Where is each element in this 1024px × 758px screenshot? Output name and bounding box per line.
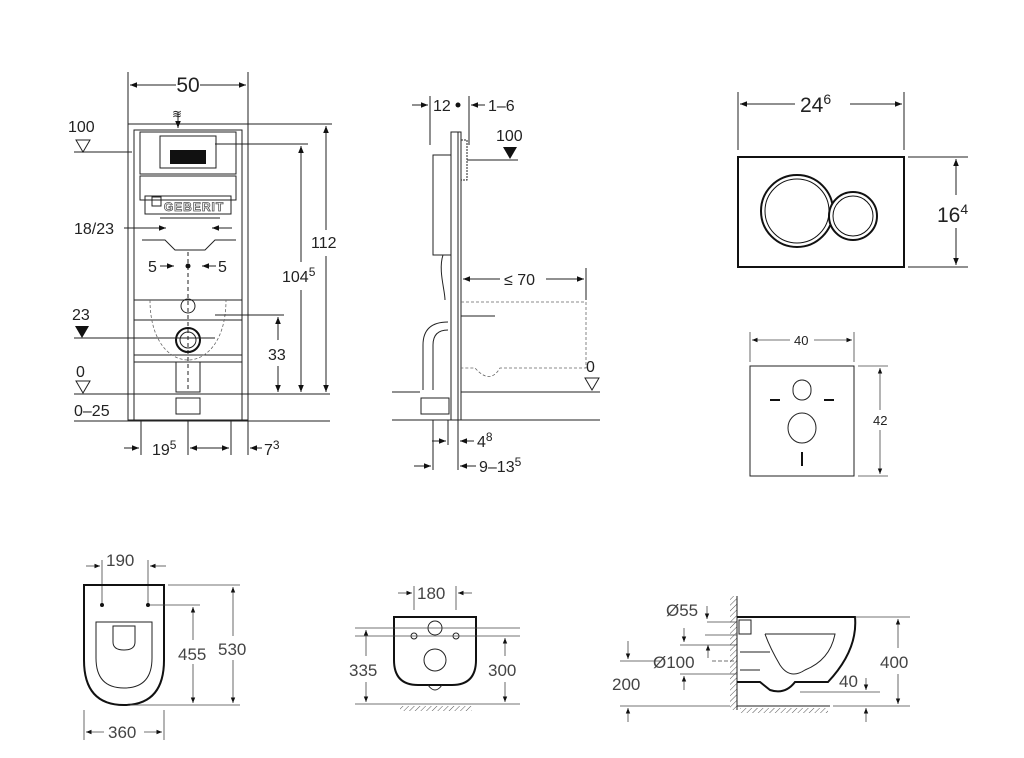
level-0-label: 0 bbox=[76, 364, 85, 381]
level-marker-icon bbox=[75, 139, 91, 153]
dim-19-5: 195 bbox=[152, 438, 177, 459]
level-0-side-label: 0 bbox=[586, 359, 595, 376]
dim-7-3: 73 bbox=[264, 438, 280, 459]
dim-depth-12: 12 bbox=[433, 98, 451, 115]
dim-plate-width: 246 bbox=[800, 91, 831, 117]
dim-width: 360 bbox=[108, 723, 136, 742]
dim-drain-height: 300 bbox=[488, 661, 516, 680]
dim-hole-depth: 455 bbox=[178, 645, 206, 664]
dim-width-50: 50 bbox=[176, 74, 199, 97]
level-100-label: 100 bbox=[68, 119, 95, 136]
dim-wall-range: 1–6 bbox=[488, 98, 515, 115]
wall-hatch bbox=[730, 596, 737, 710]
toilet-back-view: 180 335 300 bbox=[349, 584, 520, 711]
dim-4-8: 48 bbox=[477, 430, 493, 451]
dim-outlet-diameter: Ø100 bbox=[653, 653, 695, 672]
level-marker-filled-icon bbox=[75, 326, 89, 338]
connection-18-23-label: 18/23 bbox=[74, 221, 114, 238]
toilet-side-view: Ø55 Ø100 200 400 40 bbox=[612, 596, 910, 722]
dim-opening-height: 42 bbox=[873, 413, 887, 428]
level-23-label: 23 bbox=[72, 307, 90, 324]
geberit-logo: GEBERIT bbox=[164, 200, 224, 214]
access-opening: 40 42 bbox=[749, 332, 888, 477]
dim-bolt-spacing: 180 bbox=[417, 584, 445, 603]
toilet-back-outline bbox=[393, 616, 477, 686]
level-100-side-label: 100 bbox=[496, 128, 523, 145]
dim-hole-spacing: 190 bbox=[106, 551, 134, 570]
dim-plate-height: 164 bbox=[937, 201, 968, 227]
dim-rim-40: 40 bbox=[839, 672, 858, 691]
full-flush-button bbox=[760, 174, 834, 248]
frame-profile bbox=[450, 131, 462, 421]
dim-height-112: 112 bbox=[311, 235, 337, 252]
svg-text:≋: ≋ bbox=[172, 107, 182, 121]
half-flush-button bbox=[828, 191, 878, 241]
dim-9-13-5: 9–135 bbox=[479, 455, 522, 476]
dim-height-33: 33 bbox=[268, 347, 286, 364]
toilet-top-view: 190 455 530 360 bbox=[83, 551, 246, 742]
dim-height-104-5: 1045 bbox=[282, 265, 316, 286]
floor-range-label: 0–25 bbox=[74, 403, 110, 420]
side-view: 12 1–6 100 ≤ 70 0 48 9–135 bbox=[392, 96, 600, 476]
dim-max-70: ≤ 70 bbox=[504, 272, 535, 289]
toilet-side-outline bbox=[737, 616, 857, 693]
dim-length: 530 bbox=[218, 640, 246, 659]
cistern-top bbox=[139, 131, 237, 175]
toilet-seat-outline bbox=[83, 584, 165, 707]
flush-plate-outline bbox=[737, 156, 905, 268]
dim-outlet-height: 200 bbox=[612, 675, 640, 694]
dim-bolt-height: 335 bbox=[349, 661, 377, 680]
flush-plate: 246 164 bbox=[737, 91, 968, 268]
front-view: 50 GEBERIT ≋ 100 18/23 bbox=[68, 72, 337, 459]
offset-right-label: 5 bbox=[218, 259, 227, 276]
access-opening-outline bbox=[749, 365, 855, 477]
dim-opening-width: 40 bbox=[794, 333, 808, 348]
offset-left-label: 5 bbox=[148, 259, 157, 276]
cistern-side bbox=[432, 154, 452, 256]
dim-height-400: 400 bbox=[880, 653, 908, 672]
dim-inlet-diameter: Ø55 bbox=[666, 601, 698, 620]
